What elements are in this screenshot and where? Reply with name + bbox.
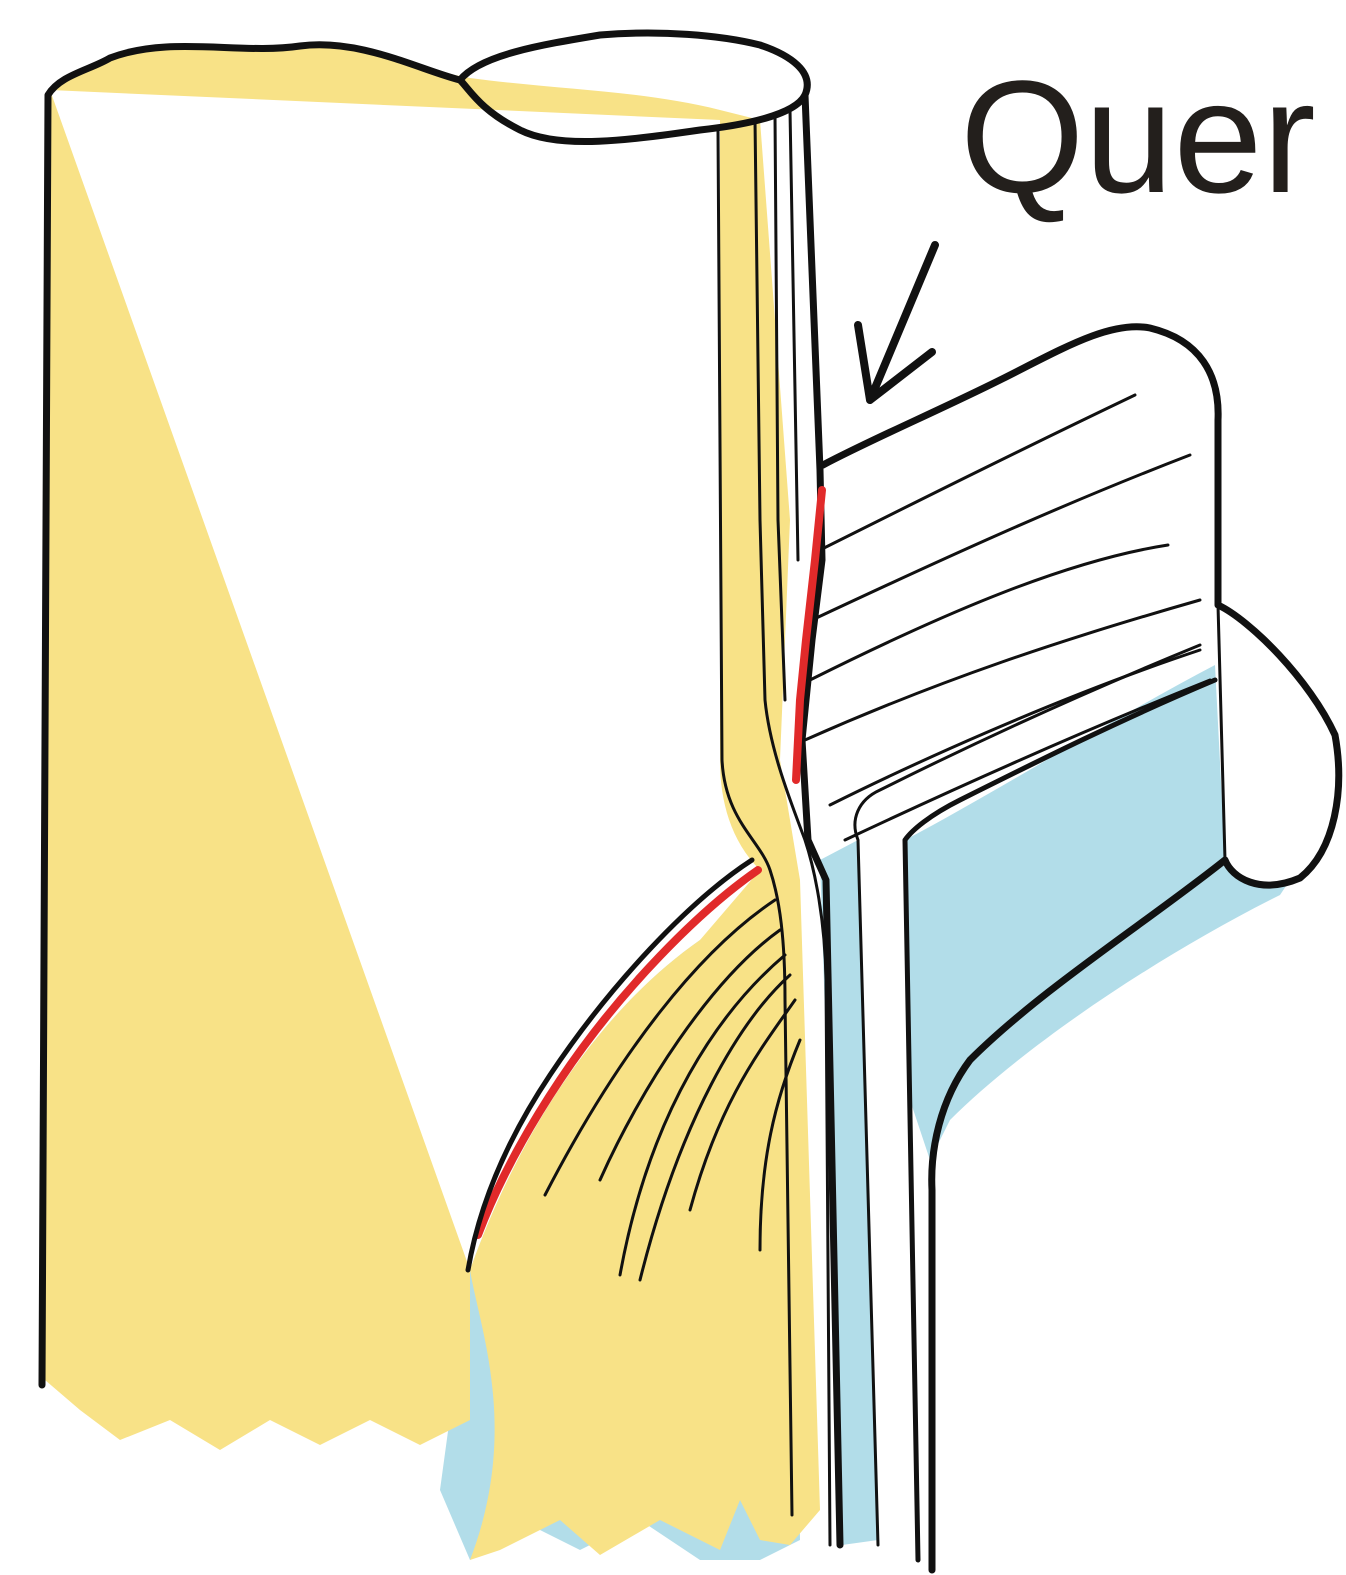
- quer-label: Quer: [960, 47, 1316, 226]
- tendon-line-4: [790, 110, 798, 560]
- fiber-line-3: [810, 545, 1168, 680]
- pointer-arrow: [858, 245, 935, 400]
- yellow-column: [45, 45, 820, 1560]
- red-vessel-vertical: [796, 490, 822, 780]
- fiber-line-2: [812, 455, 1190, 620]
- fiber-line-1: [820, 395, 1135, 550]
